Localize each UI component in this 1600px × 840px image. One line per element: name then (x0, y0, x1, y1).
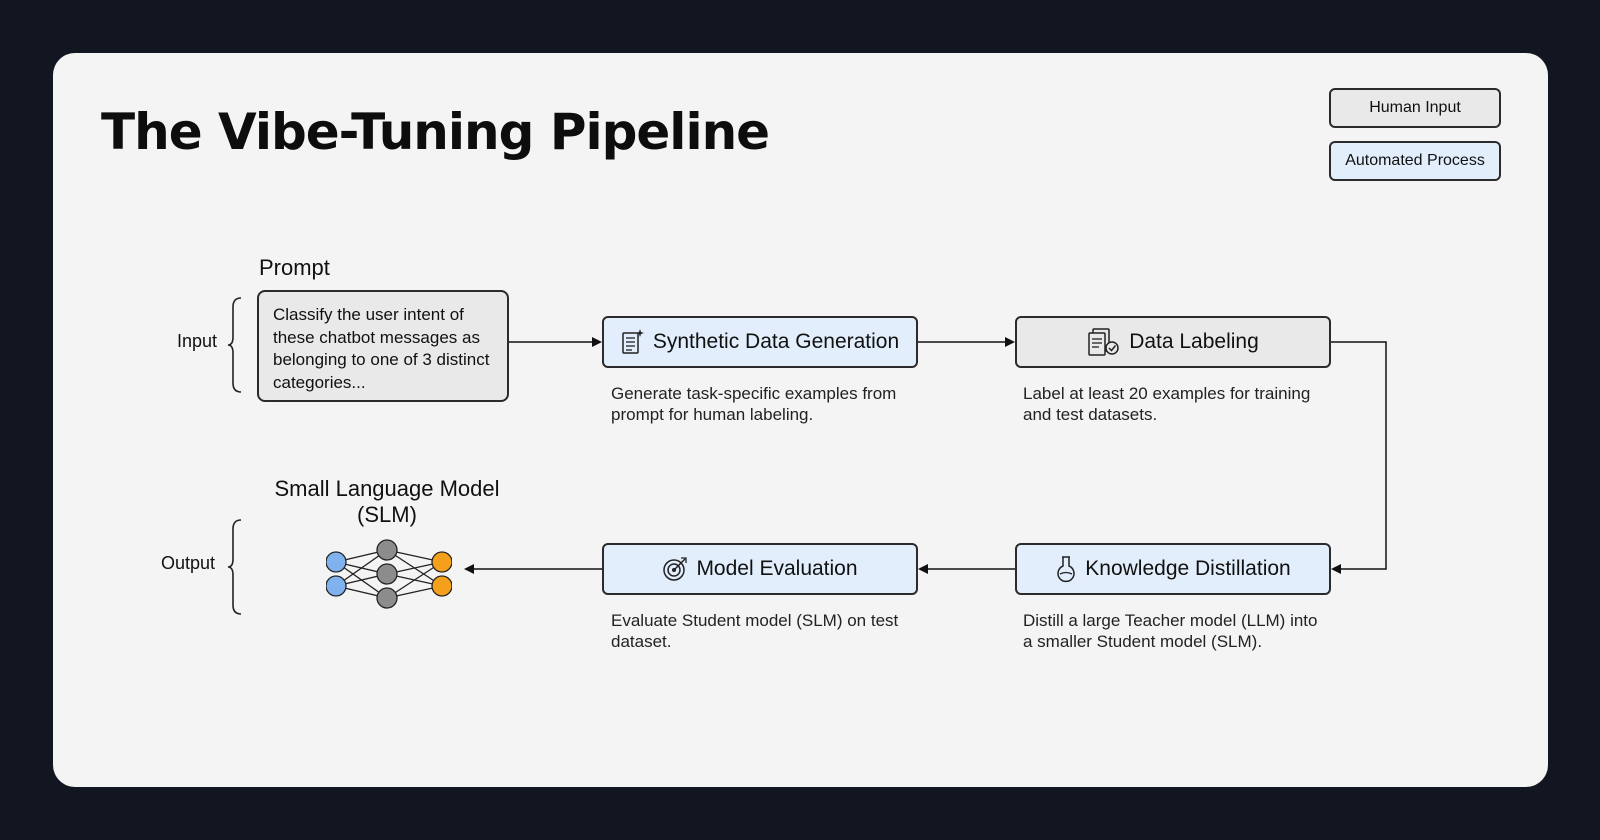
page-title: The Vibe-Tuning Pipeline (101, 103, 770, 161)
document-sparkle-icon (622, 329, 644, 354)
neural-network-icon (326, 539, 452, 609)
output-label: Output (161, 553, 216, 573)
input-label: Input (177, 331, 218, 351)
step-knowledge-distillation: Knowledge Distillation (1015, 543, 1331, 595)
step-description: Label at least 20 examples for training … (1023, 384, 1311, 424)
prompt-heading: Prompt (259, 255, 330, 280)
output-brace (227, 519, 242, 615)
legend-human-input: Human Input (1329, 88, 1501, 128)
step-description: Generate task-specific examples from pro… (611, 384, 897, 424)
step-synthetic-data-generation: Synthetic Data Generation (602, 316, 918, 368)
step-label: Model Evaluation (696, 557, 858, 580)
slm-title: Small Language Model (SLM) (274, 476, 500, 527)
step-label: Data Labeling (1129, 330, 1259, 353)
step-label: Knowledge Distillation (1085, 557, 1291, 580)
step-description: Distill a large Teacher model (LLM) into… (1023, 611, 1318, 651)
arrow-labeling-to-distillation (1331, 341, 1387, 570)
document-check-icon (1088, 328, 1119, 356)
flask-icon (1057, 556, 1076, 583)
step-label: Synthetic Data Generation (652, 330, 900, 353)
step-description: Evaluate Student model (SLM) on test dat… (611, 611, 899, 651)
step-data-labeling: Data Labeling (1015, 316, 1331, 368)
step-model-evaluation: Model Evaluation (602, 543, 918, 595)
target-icon (663, 557, 688, 581)
legend-automated-process: Automated Process (1329, 141, 1501, 181)
diagram-canvas: The Vibe-Tuning Pipeline Human Input Aut… (53, 53, 1548, 787)
input-brace (227, 297, 242, 393)
prompt-box: Classify the user intent of these chatbo… (257, 290, 509, 402)
